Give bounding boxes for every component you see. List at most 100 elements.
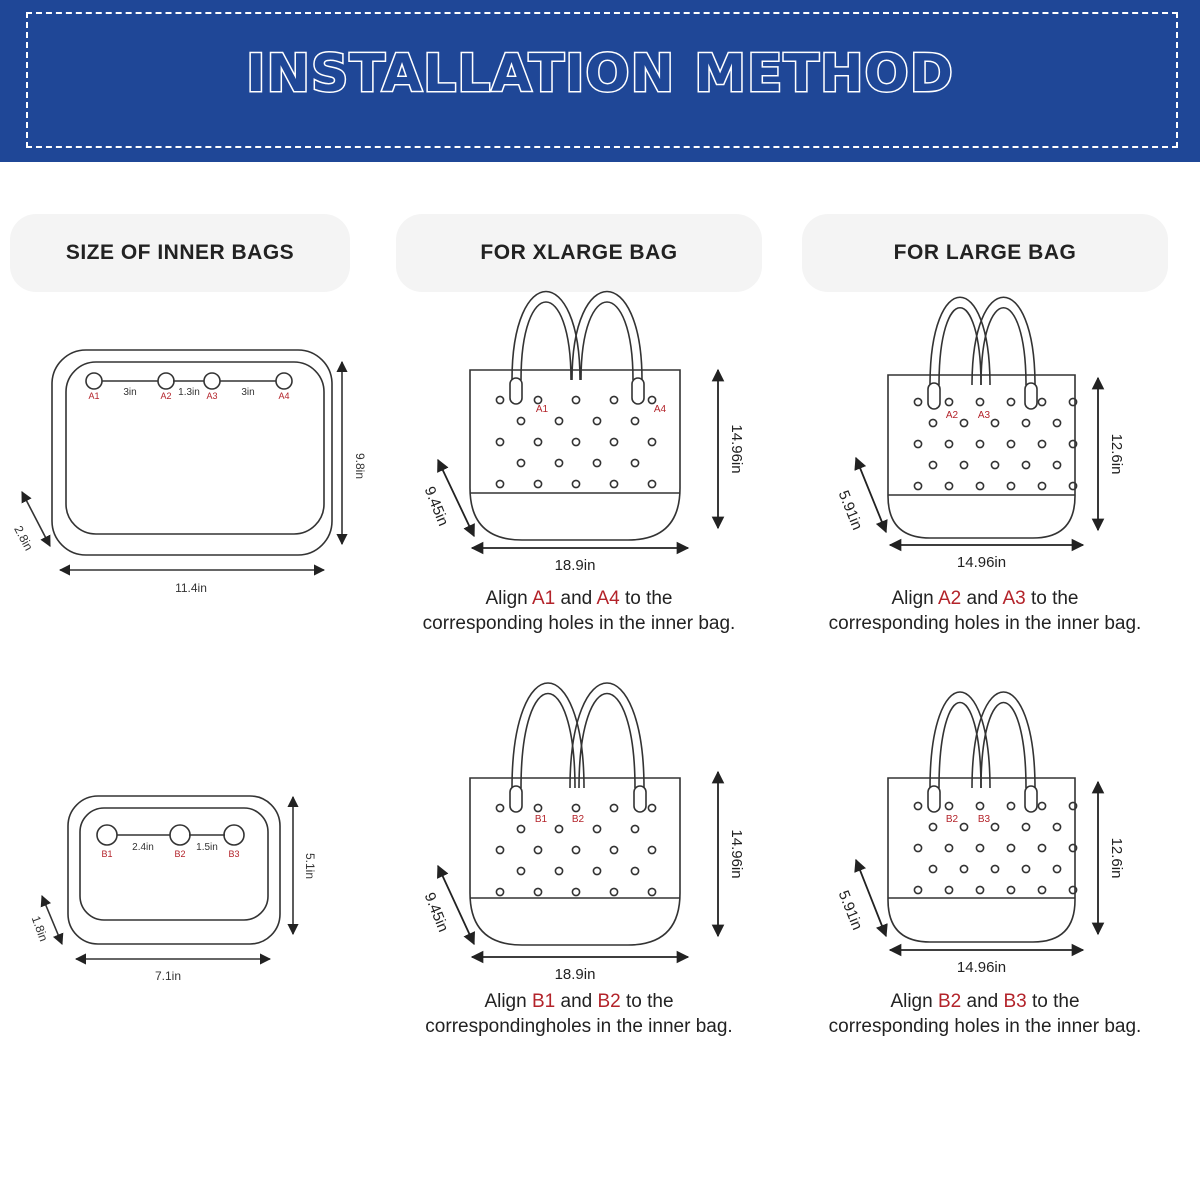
bag-handle bbox=[571, 290, 643, 381]
bag-hole bbox=[533, 803, 543, 813]
height-label: 9.8in bbox=[353, 453, 367, 479]
bag-hole bbox=[1006, 481, 1016, 491]
hole-label: B2 bbox=[174, 849, 185, 859]
gap-label: 3in bbox=[123, 387, 136, 398]
bag-hole bbox=[609, 395, 619, 405]
bag-hole bbox=[944, 885, 954, 895]
inner-bag-small-front bbox=[79, 807, 269, 921]
bag-hole bbox=[571, 845, 581, 855]
bag-hole bbox=[928, 460, 938, 470]
bag-handle-inner bbox=[578, 692, 636, 789]
depth-arrow bbox=[854, 858, 888, 938]
hole-a1 bbox=[85, 372, 103, 390]
height-label: 14.96in bbox=[728, 424, 745, 473]
bag-hole bbox=[495, 437, 505, 447]
bag-body bbox=[887, 374, 1076, 539]
bag-hole bbox=[1006, 885, 1016, 895]
bag-hole bbox=[975, 885, 985, 895]
bag-handle bbox=[929, 296, 991, 386]
bag-hole bbox=[630, 416, 640, 426]
bag-hole bbox=[516, 866, 526, 876]
bag-hole bbox=[495, 803, 505, 813]
bag-hole bbox=[1052, 460, 1062, 470]
inner-bag-large bbox=[21, 349, 348, 576]
bag-hole bbox=[571, 479, 581, 489]
handle-anchor bbox=[927, 785, 941, 813]
hole-a4 bbox=[275, 372, 293, 390]
bag-body bbox=[887, 777, 1076, 943]
hole-label: B2 bbox=[946, 814, 959, 825]
bag-hole bbox=[516, 416, 526, 426]
hole-a3 bbox=[203, 372, 221, 390]
bag-hole bbox=[609, 887, 619, 897]
bag-body bbox=[469, 777, 681, 946]
bag-hole bbox=[554, 824, 564, 834]
bag-hole bbox=[1037, 397, 1047, 407]
bag-handle-inner bbox=[580, 301, 634, 381]
hole-label: B1 bbox=[535, 814, 548, 825]
bag-hole bbox=[1068, 885, 1078, 895]
bag-hole bbox=[1006, 439, 1016, 449]
bag-hole bbox=[959, 460, 969, 470]
bag-hole bbox=[571, 395, 581, 405]
bag-hole bbox=[571, 437, 581, 447]
bag-hole bbox=[1037, 439, 1047, 449]
depth-arrow bbox=[854, 456, 888, 534]
hole-label: A1 bbox=[536, 404, 549, 415]
bag-hole bbox=[944, 439, 954, 449]
bag-hole bbox=[1052, 864, 1062, 874]
bag-hole bbox=[609, 845, 619, 855]
page-title: INSTALLATION METHOD bbox=[245, 43, 955, 106]
bag-hole bbox=[592, 458, 602, 468]
bag-hole bbox=[975, 481, 985, 491]
gap-label: 1.5in bbox=[196, 842, 218, 853]
bag-handle bbox=[511, 682, 585, 789]
bag-hole bbox=[609, 437, 619, 447]
bag-hole bbox=[647, 437, 657, 447]
bag-hole bbox=[495, 887, 505, 897]
header-xlarge-bag: FOR XLARGE BAG bbox=[396, 214, 762, 292]
bag-hole bbox=[959, 822, 969, 832]
bag-hole bbox=[554, 416, 564, 426]
bag-hole bbox=[959, 864, 969, 874]
bag-handle-inner bbox=[938, 306, 982, 386]
bag-hole bbox=[913, 801, 923, 811]
hole-label: A3 bbox=[978, 410, 991, 421]
bag-hole bbox=[944, 481, 954, 491]
depth-label: 5.91in bbox=[835, 888, 866, 932]
bag-hole bbox=[975, 397, 985, 407]
bag-handle bbox=[971, 296, 1036, 386]
hole-label: B3 bbox=[228, 849, 239, 859]
depth-label: 5.91in bbox=[835, 488, 866, 532]
hole-b2 bbox=[169, 824, 191, 846]
bag-hole bbox=[1021, 864, 1031, 874]
width-label: 18.9in bbox=[555, 557, 596, 574]
gap-label: 3in bbox=[241, 387, 254, 398]
hole-label: A2 bbox=[946, 410, 959, 421]
bag-hole bbox=[1037, 843, 1047, 853]
hole-label: A1 bbox=[88, 391, 99, 401]
bag-handle bbox=[569, 682, 645, 789]
bag-hole bbox=[913, 439, 923, 449]
bag-hole bbox=[1037, 481, 1047, 491]
inner-bag-large-front bbox=[65, 361, 325, 535]
bag-hole bbox=[630, 866, 640, 876]
bag-hole bbox=[630, 824, 640, 834]
bag-hole bbox=[975, 801, 985, 811]
bag-hole bbox=[647, 845, 657, 855]
bag-hole bbox=[959, 418, 969, 428]
bag-hole bbox=[913, 885, 923, 895]
bag-hole bbox=[944, 397, 954, 407]
bag-hole bbox=[533, 479, 543, 489]
bag-hole bbox=[975, 843, 985, 853]
hole-b1 bbox=[96, 824, 118, 846]
bag-hole bbox=[1021, 460, 1031, 470]
bag-hole bbox=[647, 803, 657, 813]
bag-handle-inner bbox=[520, 692, 576, 789]
bag-hole bbox=[1052, 418, 1062, 428]
bag-hole bbox=[990, 460, 1000, 470]
